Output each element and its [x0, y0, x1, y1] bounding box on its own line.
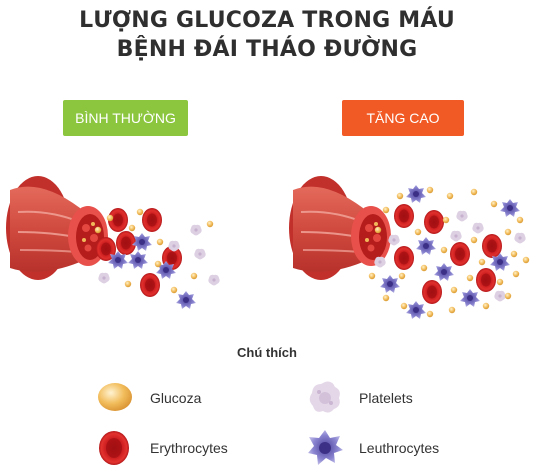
title-line-1: LƯỢNG GLUCOZA TRONG MÁU: [79, 8, 455, 33]
high-particles: [368, 185, 530, 319]
leukocyte-icon: [308, 430, 343, 465]
legend-label-erythrocytes: Erythrocytes: [150, 440, 228, 456]
legend-label-platelets: Platelets: [359, 390, 413, 406]
high-level-badge: TĂNG CAO: [342, 100, 464, 136]
erythrocyte-icon: [99, 431, 129, 465]
normal-particles: [94, 208, 220, 309]
normal-vessel: [5, 175, 109, 281]
normal-level-badge: BÌNH THƯỜNG: [63, 100, 188, 136]
diagram-title: LƯỢNG GLUCOZA TRONG MÁU BỆNH ĐÁI THÁO ĐƯ…: [0, 6, 534, 64]
blood-vessel-illustrations: [5, 175, 530, 319]
legend-label-leuthrocytes: Leuthrocytes: [359, 440, 440, 456]
title-line-2: BỆNH ĐÁI THÁO ĐƯỜNG: [116, 37, 418, 62]
glucose-icon: [98, 383, 132, 411]
legend-title: Chú thích: [237, 345, 297, 360]
platelet-icon: [309, 381, 340, 413]
legend-label-glucoza: Glucoza: [150, 390, 202, 406]
